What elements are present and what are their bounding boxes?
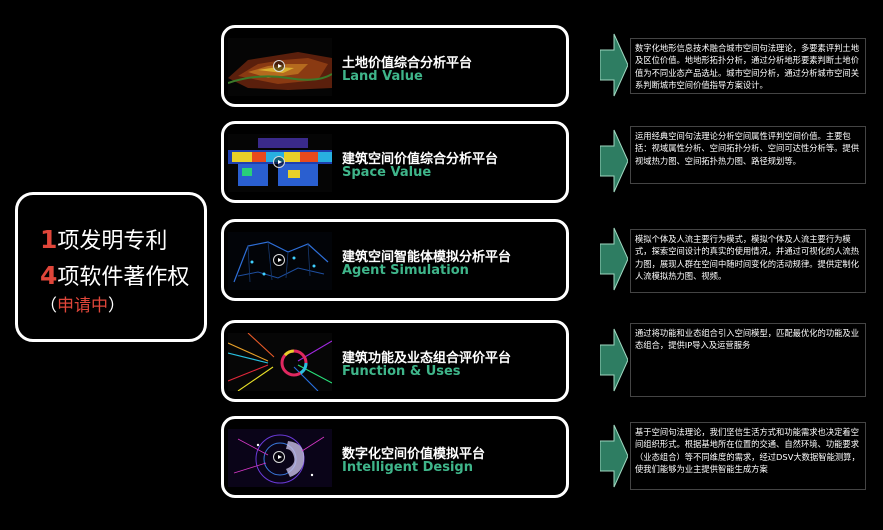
play-icon[interactable]: [273, 156, 285, 168]
play-icon[interactable]: [273, 60, 285, 72]
platform-description: 运用经典空间句法理论分析空间属性评判空间价值。主要包括：视域属性分析、空间拓扑分…: [630, 126, 866, 184]
software-count: 4项软件著作权: [40, 261, 190, 290]
platform-description: 基于空间句法理论，我们坚信生活方式和功能需求也决定着空间组织形式。根据基地所在位…: [630, 422, 866, 490]
arrow-right-icon: [600, 328, 628, 392]
platform-title: 建筑空间价值综合分析平台: [342, 152, 499, 167]
platform-title: 建筑功能及业态组合评价平台: [342, 351, 512, 366]
platform-subtitle: Agent Simulation: [342, 263, 469, 278]
platform-card-agent-simulation[interactable]: 建筑空间智能体模拟分析平台 Agent Simulation: [221, 219, 569, 301]
platform-description: 通过将功能和业态组合引入空间模型，匹配最优化的功能及业态组合，提供IP导入及运营…: [630, 323, 866, 397]
play-icon[interactable]: [273, 451, 285, 463]
function-uses-thumbnail[interactable]: [228, 333, 332, 391]
platform-title: 土地价值综合分析平台: [342, 56, 473, 71]
summary-box: 1项发明专利 4项软件著作权 （申请中）: [15, 192, 207, 342]
land-value-thumbnail[interactable]: [228, 38, 332, 96]
arrow-right-icon: [600, 129, 628, 193]
platform-card-intelligent-design[interactable]: 数字化空间价值模拟平台 Intelligent Design: [221, 416, 569, 498]
platform-description: 数字化地形信息技术融合城市空间句法理论，多要素评判土地及区位价值。地地形拓扑分析…: [630, 38, 866, 94]
platform-title: 建筑空间智能体模拟分析平台: [342, 250, 512, 265]
platform-card-land-value[interactable]: 土地价值综合分析平台 Land Value: [221, 25, 569, 107]
platform-description: 模拟个体及人流主要行为模式，模拟个体及人流主要行为模式，探索空间设计的真实的使用…: [630, 229, 866, 293]
platform-subtitle: Land Value: [342, 69, 423, 84]
platform-card-function-uses[interactable]: 建筑功能及业态组合评价平台 Function & Uses: [221, 320, 569, 402]
intelligent-design-thumbnail[interactable]: [228, 429, 332, 487]
application-status: （申请中）: [40, 296, 125, 316]
platform-title: 数字化空间价值模拟平台: [342, 447, 486, 462]
platform-card-space-value[interactable]: 建筑空间价值综合分析平台 Space Value: [221, 121, 569, 203]
arrow-right-icon: [600, 424, 628, 488]
arrow-right-icon: [600, 33, 628, 97]
play-icon[interactable]: [273, 254, 285, 266]
platform-subtitle: Intelligent Design: [342, 460, 473, 475]
platform-subtitle: Function & Uses: [342, 364, 461, 379]
platform-subtitle: Space Value: [342, 165, 432, 180]
arrow-right-icon: [600, 227, 628, 291]
patent-count: 1项发明专利: [40, 225, 168, 254]
agent-simulation-thumbnail[interactable]: [228, 232, 332, 290]
space-value-thumbnail[interactable]: [228, 134, 332, 192]
